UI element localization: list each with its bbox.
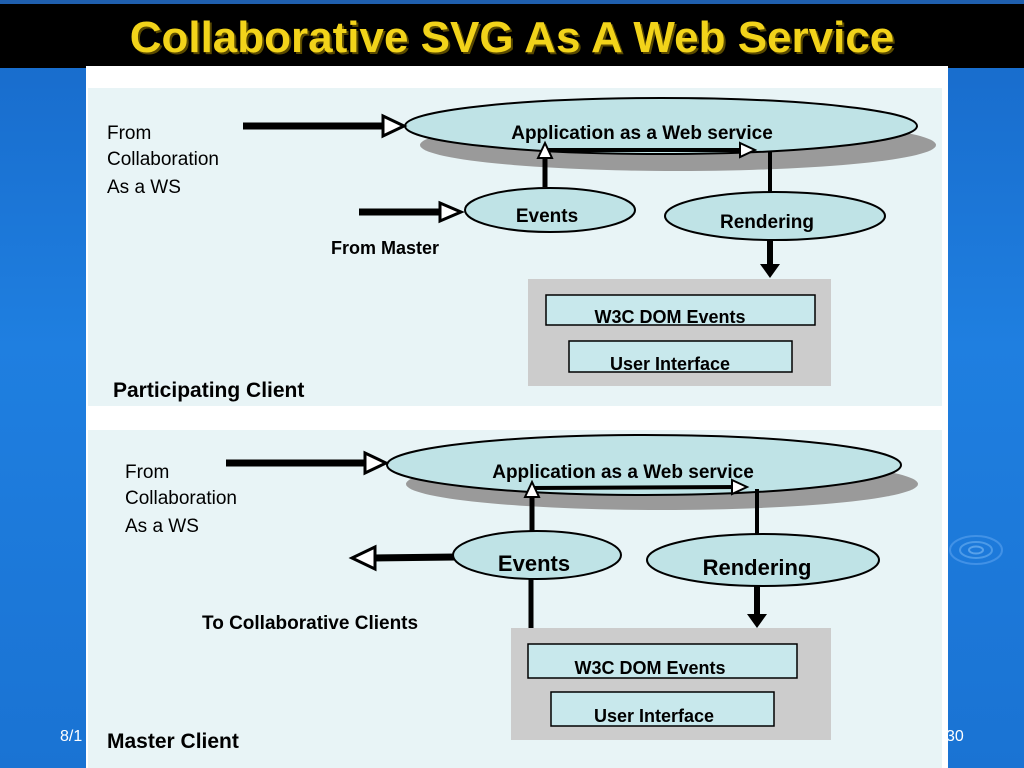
from-master-arrow xyxy=(359,200,465,224)
master-user-interface-box xyxy=(550,691,775,727)
events-ellipse xyxy=(464,187,636,233)
master-user-interface-label: User Interface xyxy=(594,706,714,726)
to-clients-arrow xyxy=(348,544,457,572)
app-ws-label: Application as a Web service xyxy=(511,123,773,144)
master-client-label: Master Client xyxy=(107,730,239,753)
master-rendering-ellipse xyxy=(646,533,880,587)
master-w3c-dom-events-box xyxy=(527,643,798,679)
master-events-label: Events xyxy=(498,551,570,576)
from-master-label: From Master xyxy=(331,238,439,258)
rendering-down-arrow xyxy=(760,240,780,278)
events-to-rendering-path xyxy=(536,140,772,192)
master-events-ellipse xyxy=(452,530,622,580)
master-rendering-label: Rendering xyxy=(703,555,812,580)
from-label: From xyxy=(107,123,151,144)
master-w3c-dom-events-label: W3C DOM Events xyxy=(574,658,725,678)
events-label: Events xyxy=(516,206,578,227)
title-bar: Collaborative SVG As A Web Service xyxy=(0,0,1024,68)
master-collaboration-label: Collaboration xyxy=(125,488,237,509)
footer-date: 8/1 xyxy=(60,728,83,745)
to-collab-clients-label: To Collaborative Clients xyxy=(202,613,418,634)
master-as-a-ws-label: As a WS xyxy=(125,516,199,537)
water-ripple-decoration xyxy=(949,535,1003,565)
from-collab-arrow xyxy=(243,113,408,139)
rendering-label: Rendering xyxy=(720,212,814,233)
slide-title: Collaborative SVG As A Web Service xyxy=(129,13,895,62)
w3c-dom-events-box xyxy=(545,294,816,326)
w3c-dom-events-label: W3C DOM Events xyxy=(594,307,745,327)
master-app-ws-label: Application as a Web service xyxy=(492,462,754,483)
footer-page-number: 30 xyxy=(946,728,964,745)
user-interface-label: User Interface xyxy=(610,354,730,374)
master-from-label: From xyxy=(125,462,169,483)
master-rendering-down-arrow xyxy=(747,586,767,628)
rendering-ellipse xyxy=(664,191,886,241)
collaboration-label: Collaboration xyxy=(107,149,219,170)
as-a-ws-label: As a WS xyxy=(107,177,181,198)
master-events-to-rendering-path xyxy=(523,478,759,534)
master-from-collab-arrow xyxy=(226,450,390,476)
participating-client-label: Participating Client xyxy=(113,379,304,402)
master-app-ws-ellipse xyxy=(386,434,902,496)
user-interface-box xyxy=(568,340,793,373)
